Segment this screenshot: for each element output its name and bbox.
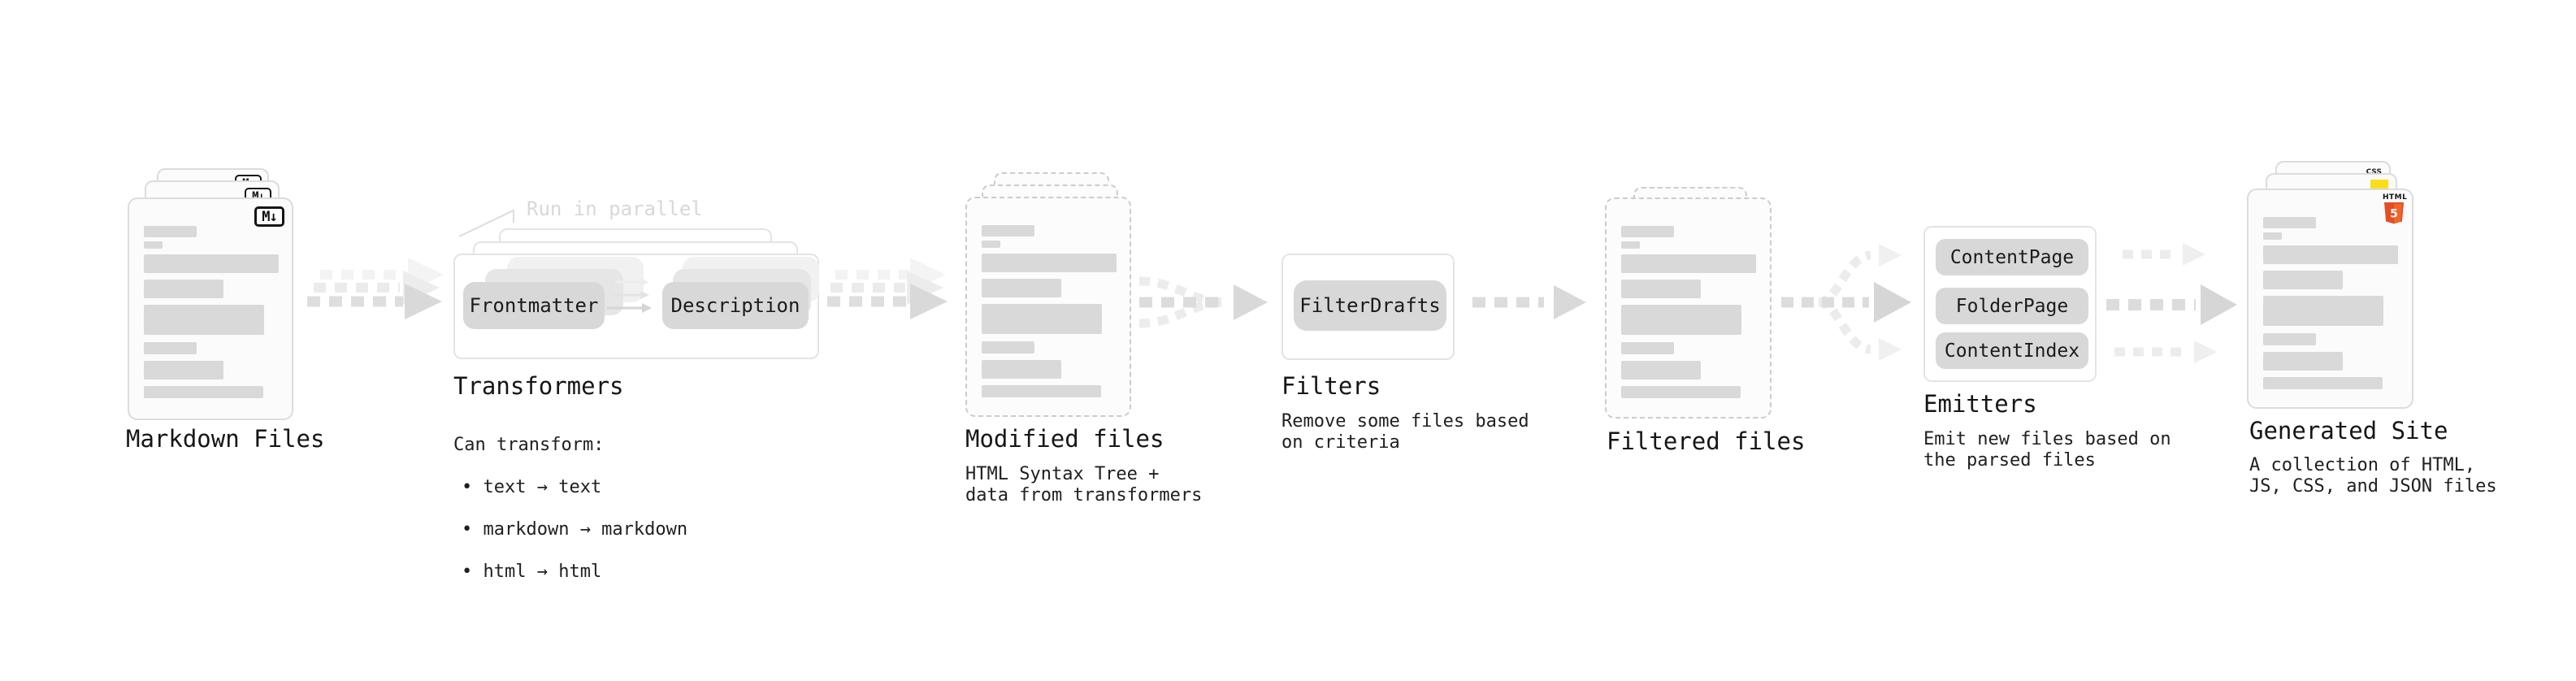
site-file-card-css: CSS	[2275, 161, 2391, 203]
markdown-file-card: M↓	[128, 197, 293, 420]
transformers-box-back-2	[499, 228, 772, 334]
markdown-icon: M↓	[235, 175, 262, 193]
arrow-filtered-to-emitters	[1781, 244, 1911, 361]
placeholder-text-bar	[2263, 271, 2343, 289]
annotation-leader-line	[458, 209, 514, 237]
generated-site-label: Generated Site	[2249, 417, 2448, 445]
site-file-card: HTML 5	[2247, 189, 2413, 409]
html5-icon: HTML 5	[2383, 194, 2407, 224]
placeholder-text-bar	[982, 241, 1000, 248]
modified-file-card	[965, 197, 1131, 417]
modified-file-card-back-1	[982, 184, 1118, 232]
markdown-icon: M↓	[254, 206, 284, 227]
contentpage-chip: ContentPage	[1936, 239, 2088, 275]
placeholder-text-bar	[982, 304, 1102, 334]
filterdrafts-chip: FilterDrafts	[1294, 280, 1446, 331]
filtered-file-card-back	[1633, 187, 1747, 224]
placeholder-text-bar	[2263, 296, 2383, 326]
filtered-files-label: Filtered files	[1607, 427, 1806, 455]
transformer-chip-echo	[485, 269, 623, 315]
modified-files-description: HTML Syntax Tree + data from transformer…	[965, 464, 1203, 505]
markdown-icon: M↓	[245, 188, 271, 206]
filtered-file-card	[1605, 197, 1772, 419]
filters-description: Remove some files based on criteria	[1281, 411, 1529, 453]
placeholder-text-bar	[1621, 226, 1674, 237]
placeholder-text-bar	[2263, 245, 2398, 264]
js-icon	[2370, 180, 2388, 189]
placeholder-text-bar	[982, 279, 1061, 297]
can-transform-line: Can transform:	[453, 435, 605, 455]
description-chip: Description	[662, 282, 809, 329]
emitters-description: Emit new files based on the parsed files	[1923, 429, 2171, 471]
placeholder-text-bar	[144, 342, 197, 354]
contentindex-chip: ContentIndex	[1936, 332, 2088, 369]
placeholder-text-bar	[144, 361, 223, 380]
arrow-modified-to-filters	[1138, 276, 1268, 328]
transform-bullet: • html → html	[462, 562, 602, 582]
placeholder-text-bar	[1621, 342, 1674, 354]
placeholder-text-bar	[2263, 232, 2282, 240]
generated-site-description: A collection of HTML, JS, CSS, and JSON …	[2249, 455, 2497, 497]
transformers-description: Can transform: • text → text • markdown …	[453, 414, 687, 604]
placeholder-text-bar	[144, 241, 163, 249]
markdown-file-card-back-2: M↓	[157, 168, 269, 225]
placeholder-text-bar	[2263, 217, 2316, 228]
placeholder-text-bar	[144, 254, 279, 273]
filters-box: FilterDrafts	[1281, 254, 1455, 360]
transformers-label: Transformers	[453, 372, 624, 400]
placeholder-text-bar	[982, 254, 1117, 272]
transform-bullet: • markdown → markdown	[462, 519, 688, 540]
transformers-box-back-1	[473, 241, 798, 347]
placeholder-text-bar	[2263, 352, 2343, 371]
placeholder-text-bar	[144, 226, 197, 237]
transformer-chip-echo	[683, 257, 819, 302]
markdown-file-card-back-1: M↓	[145, 180, 280, 245]
placeholder-text-bar	[1621, 241, 1640, 249]
placeholder-text-bar	[2263, 377, 2383, 389]
emitters-box: ContentPage FolderPage ContentIndex	[1923, 226, 2097, 382]
parallel-arrows-icon	[607, 278, 652, 313]
modified-file-card-back-2	[994, 172, 1109, 210]
frontmatter-chip: Frontmatter	[463, 282, 605, 329]
placeholder-text-bar	[1621, 386, 1741, 398]
css-icon: CSS	[2366, 166, 2382, 180]
markdown-files-label: Markdown Files	[126, 425, 325, 453]
placeholder-text-bar	[1621, 305, 1741, 335]
transformer-chip-echo	[673, 269, 811, 315]
filters-label: Filters	[1281, 372, 1381, 400]
transform-bullet: • text → text	[462, 477, 602, 497]
placeholder-text-bar	[1621, 361, 1701, 380]
transformer-chip-echo	[507, 257, 644, 302]
placeholder-text-bar	[1621, 280, 1701, 298]
transformers-box: Frontmatter Description	[453, 254, 819, 359]
arrow-filters-to-filtered	[1472, 285, 1586, 319]
arrow-markdown-to-transformers	[307, 258, 444, 319]
placeholder-text-bar	[1621, 254, 1756, 273]
placeholder-text-bar	[982, 385, 1101, 397]
emitters-label: Emitters	[1923, 390, 2037, 418]
arrow-emitters-to-site	[2106, 243, 2237, 363]
modified-files-label: Modified files	[965, 425, 1164, 453]
run-in-parallel-annotation: Run in parallel	[527, 197, 703, 220]
svg-text:5: 5	[2390, 208, 2398, 221]
placeholder-text-bar	[982, 341, 1034, 354]
placeholder-text-bar	[982, 360, 1061, 379]
folderpage-chip: FolderPage	[1936, 288, 2088, 324]
placeholder-text-bar	[144, 305, 264, 335]
placeholder-text-bar	[982, 225, 1034, 236]
placeholder-text-bar	[144, 386, 263, 398]
arrow-transformers-to-modified	[827, 258, 948, 319]
site-file-card-js	[2266, 173, 2397, 223]
placeholder-text-bar	[144, 280, 223, 298]
placeholder-text-bar	[2263, 333, 2316, 345]
